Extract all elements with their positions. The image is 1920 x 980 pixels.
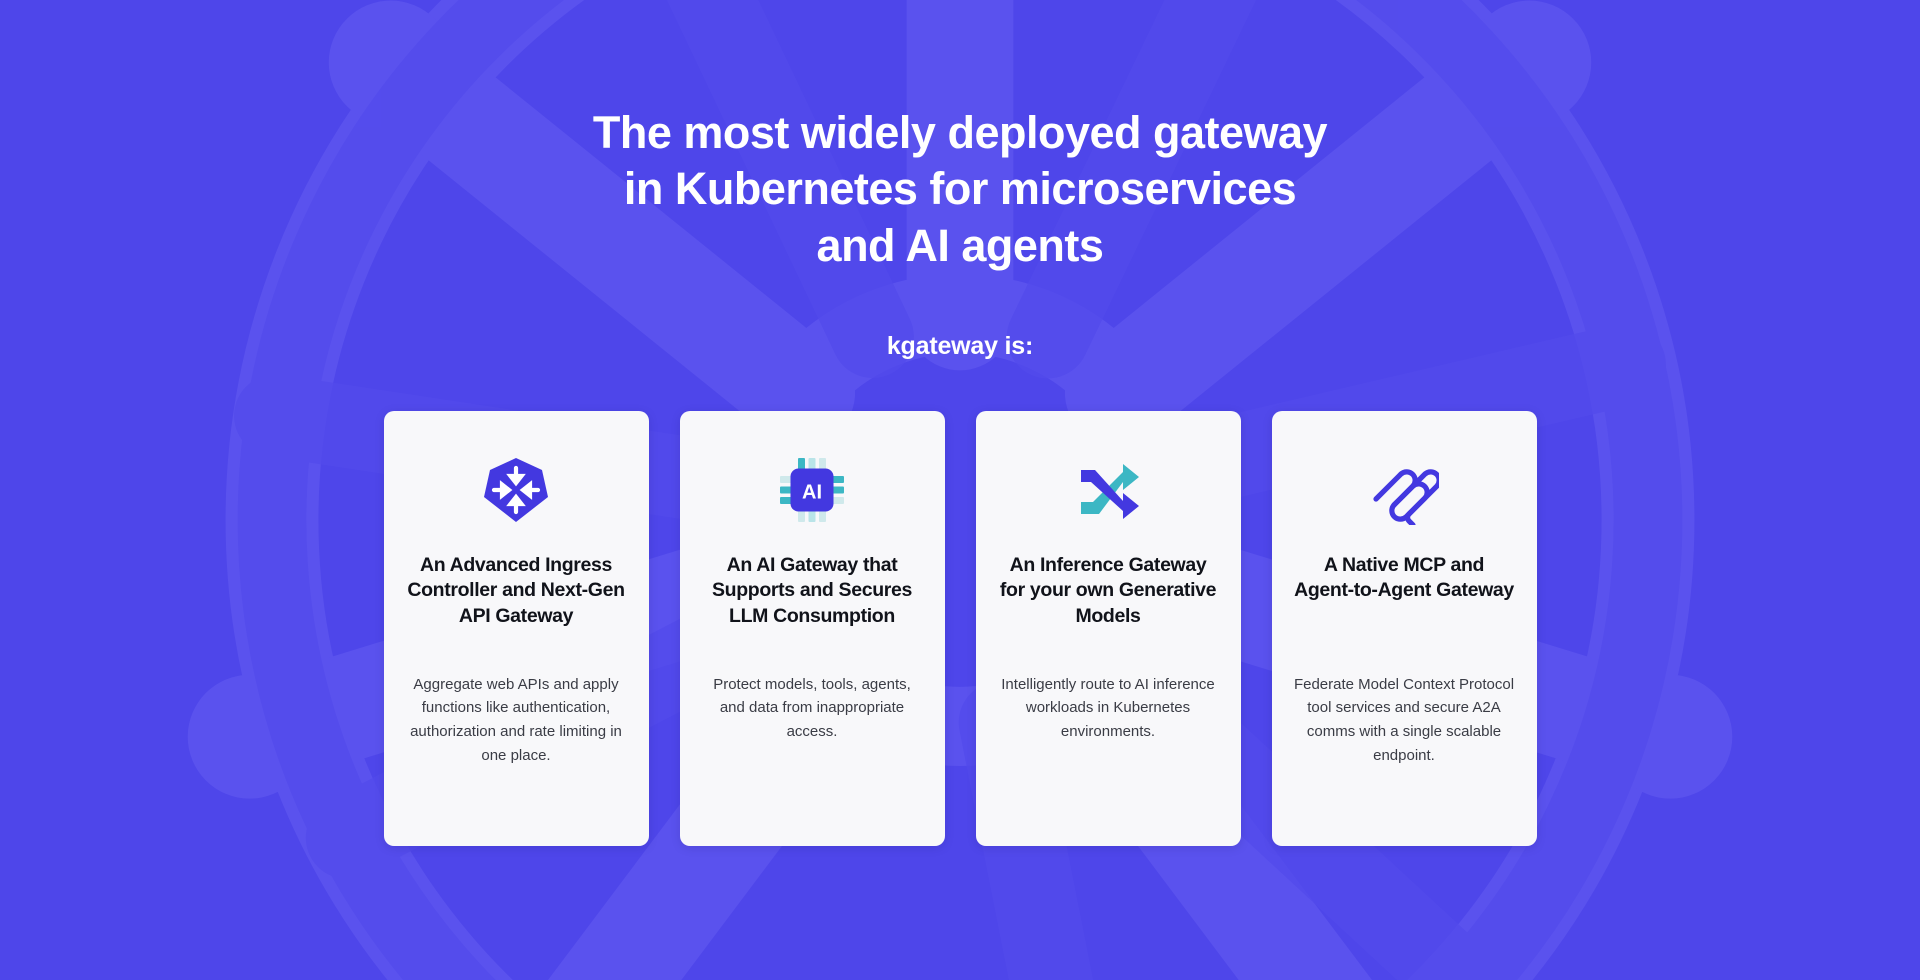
feature-card-inference-gateway[interactable]: An Inference Gateway for your own Genera… — [975, 410, 1241, 846]
svg-text:AI: AI — [802, 481, 822, 503]
kubernetes-ingress-arrows-icon — [475, 449, 557, 531]
feature-card-title: An Advanced Ingress Controller and Next-… — [407, 553, 625, 628]
feature-card-title: A Native MCP and Agent-to-Agent Gateway — [1294, 553, 1514, 602]
feature-card-description: Aggregate web APIs and apply functions l… — [410, 675, 622, 764]
feature-card-ingress-controller[interactable]: An Advanced Ingress Controller and Next-… — [383, 410, 649, 846]
feature-card-title: An Inference Gateway for your own Genera… — [999, 553, 1217, 628]
feature-card-list: An Advanced Ingress Controller and Next-… — [383, 410, 1537, 846]
feature-card-description: Protect models, tools, agents, and data … — [713, 675, 911, 741]
shuffle-arrows-icon — [1067, 449, 1149, 531]
page-title: The most widely deployed gateway in Kube… — [592, 107, 1328, 271]
feature-card-title: An AI Gateway that Supports and Secures … — [712, 553, 912, 628]
hero-subtitle: kgateway is: — [886, 331, 1034, 360]
mcp-logo-icon — [1363, 449, 1445, 531]
feature-card-description: Federate Model Context Protocol tool ser… — [1293, 675, 1515, 764]
feature-card-ai-gateway[interactable]: AI An AI Gateway that Supports and Secur… — [679, 410, 945, 846]
ai-chip-icon: AI — [771, 449, 853, 531]
feature-card-mcp-gateway[interactable]: A Native MCP and Agent-to-Agent Gateway … — [1271, 410, 1537, 846]
feature-card-description: Intelligently route to AI inference work… — [1001, 675, 1215, 741]
